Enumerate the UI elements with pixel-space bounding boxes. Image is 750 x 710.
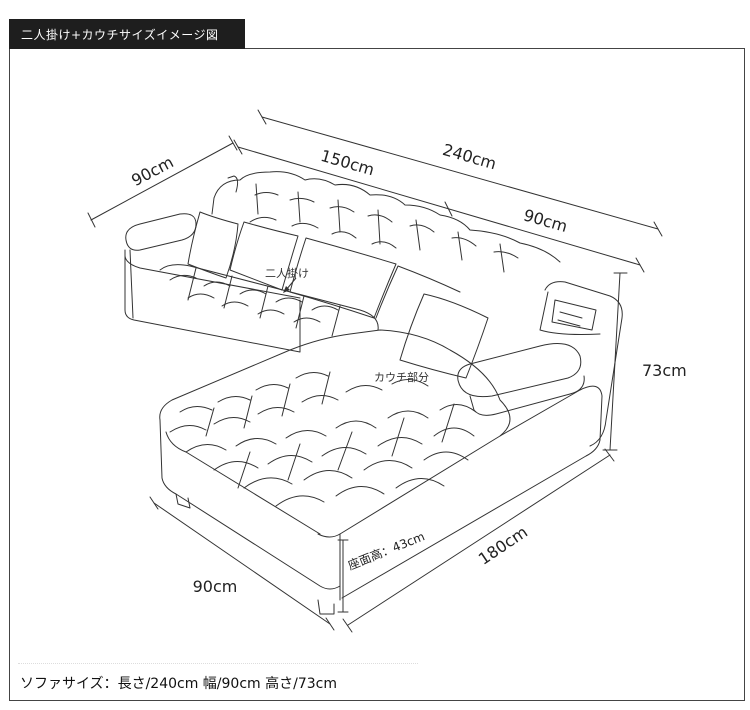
height-label: 73cm [642, 361, 687, 380]
title-bar: 二人掛け+カウチサイズイメージ図 [9, 19, 245, 49]
total-length-label: 240cm [441, 140, 499, 173]
couch-depth-label: 90cm [193, 577, 238, 596]
arm-width-label: 90cm [128, 152, 176, 190]
couch-section [159, 293, 603, 615]
couch-width-label: 90cm [521, 205, 569, 236]
diagram-title: 二人掛け+カウチサイズイメージ図 [21, 28, 219, 42]
size-caption: ソファサイズ：長さ/240cm 幅/90cm 高さ/73cm [20, 676, 337, 692]
two-seater-section [124, 171, 623, 447]
frame-top-border [245, 48, 745, 49]
couch-part-label: カウチ部分 [374, 370, 429, 384]
two-seater-label: 二人掛け [265, 266, 309, 280]
two-seat-length-label: 150cm [319, 146, 377, 179]
couch-length-label: 180cm [475, 522, 531, 568]
arrow-head-icon [283, 286, 290, 293]
caption-separator [18, 663, 418, 665]
seat-height-label: 座面高：43cm [346, 528, 427, 572]
diagram-frame [9, 48, 745, 701]
